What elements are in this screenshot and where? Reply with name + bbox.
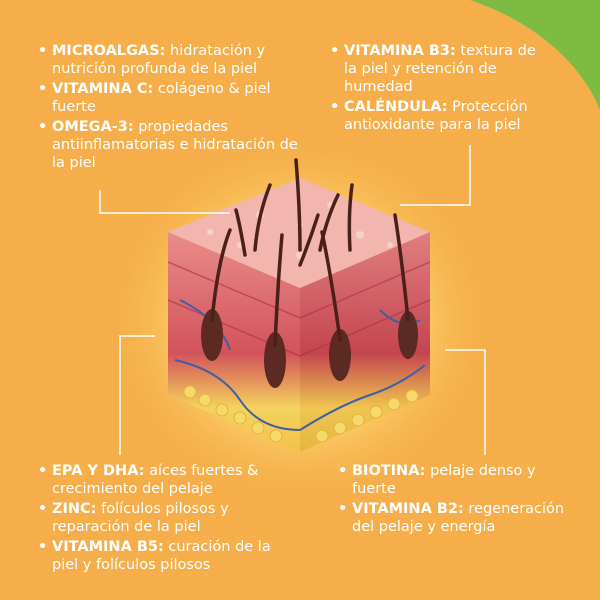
list-item: •VITAMINA B3: textura de la piel y reten… xyxy=(330,43,536,95)
list-item: •VITAMINA B5: curación de la piel y folí… xyxy=(38,539,271,573)
list-item: •ZINC: folículos pilosos y reparación de… xyxy=(38,501,229,535)
list-item: •CALÉNDULA: Protección antioxidante para… xyxy=(330,99,528,133)
ingredients-bottom-right: •BIOTINA: pelaje denso y fuerte •VITAMIN… xyxy=(338,462,578,538)
list-item: •VITAMINA C: colágeno & piel fuerte xyxy=(38,81,271,115)
ingredients-bottom-left: •EPA Y DHA: aíces fuertes & crecimiento … xyxy=(38,462,278,576)
list-item: •MICROALGAS: hidratación y nutrición pro… xyxy=(38,43,266,77)
list-item: •EPA Y DHA: aíces fuertes & crecimiento … xyxy=(38,463,259,497)
list-item: •VITAMINA B2: regeneración del pelaje y … xyxy=(338,501,565,535)
list-item: •OMEGA-3: propiedades antiinflamatorias … xyxy=(38,119,298,171)
ingredients-top-right: •VITAMINA B3: textura de la piel y reten… xyxy=(330,42,550,136)
ingredients-top-left: •MICROALGAS: hidratación y nutrición pro… xyxy=(38,42,300,174)
list-item: •BIOTINA: pelaje denso y fuerte xyxy=(338,463,536,497)
